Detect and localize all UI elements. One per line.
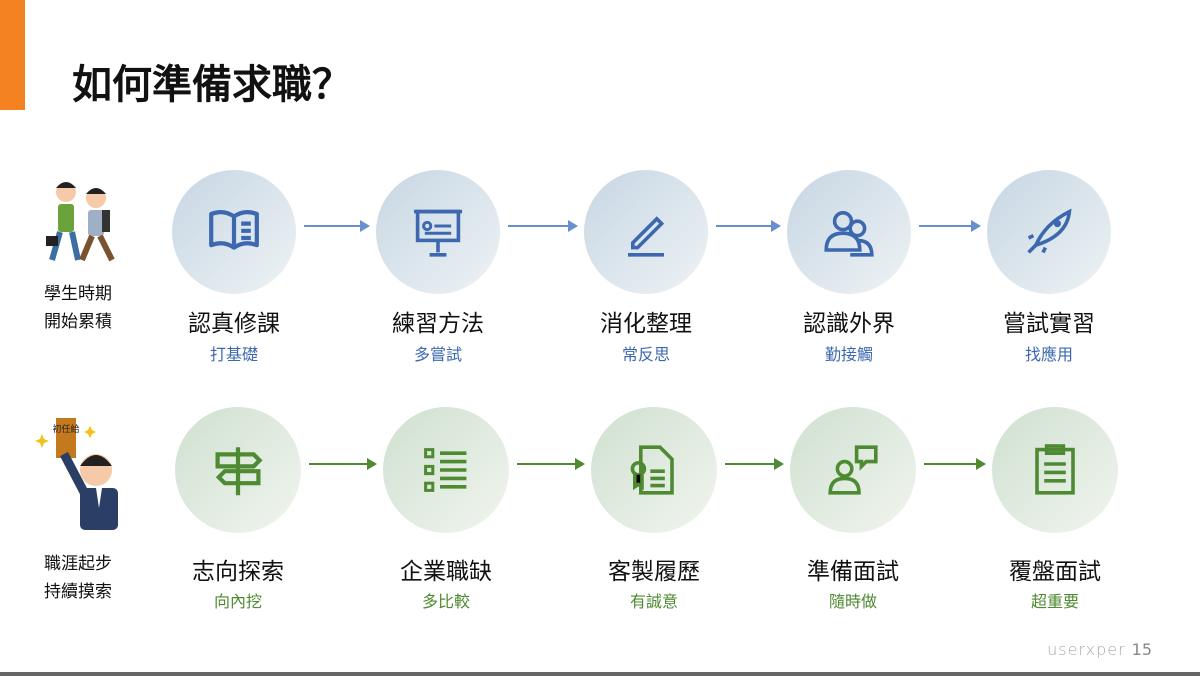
arrow-icon bbox=[304, 220, 370, 232]
footer: userxper 15 bbox=[1047, 640, 1152, 659]
arrow-icon bbox=[517, 458, 585, 470]
step-label: 志向探索 bbox=[192, 559, 284, 585]
step-circle bbox=[376, 170, 500, 294]
step-sublabel: 找應用 bbox=[1024, 345, 1073, 364]
page-title: 如何準備求職？ bbox=[72, 62, 352, 108]
brand-logo: userxper bbox=[1047, 640, 1126, 659]
step-circle bbox=[175, 407, 301, 533]
students-walking-illustration bbox=[46, 182, 115, 262]
step-label: 認識外界 bbox=[803, 311, 895, 337]
certificate-icon bbox=[630, 445, 674, 495]
signpost-icon bbox=[215, 447, 263, 496]
step-label: 嘗試實習 bbox=[1003, 311, 1095, 337]
side-label-line: 學生時期 bbox=[44, 284, 112, 304]
book-icon bbox=[209, 209, 259, 250]
users-icon bbox=[824, 211, 874, 257]
step-label: 企業職缺 bbox=[400, 559, 492, 585]
bottom-rule bbox=[0, 672, 1200, 676]
arrow-icon bbox=[919, 220, 981, 232]
side-label-career: 職涯起步 持續摸索 bbox=[44, 550, 112, 606]
rocket-icon bbox=[1027, 208, 1072, 254]
salary-celebration-illustration: 初任給 bbox=[35, 418, 118, 530]
step-circle bbox=[992, 407, 1118, 533]
pencil-icon bbox=[628, 216, 665, 257]
arrow-icon bbox=[716, 220, 781, 232]
side-label-student: 學生時期 開始累積 bbox=[44, 280, 112, 336]
arrow-icon bbox=[725, 458, 784, 470]
step-sublabel: 有誠意 bbox=[629, 592, 678, 611]
arrow-icon bbox=[508, 220, 578, 232]
step-label: 覆盤面試 bbox=[1009, 559, 1101, 585]
step-sublabel: 常反思 bbox=[621, 345, 670, 364]
step-label: 客製履歷 bbox=[608, 559, 700, 585]
step-label: 練習方法 bbox=[392, 311, 484, 337]
step-sublabel: 隨時做 bbox=[828, 592, 877, 611]
arrow-icon bbox=[309, 458, 377, 470]
interview-icon bbox=[828, 445, 878, 495]
presentation-icon bbox=[414, 209, 462, 257]
step-sublabel: 勤接觸 bbox=[824, 345, 873, 364]
step-circle bbox=[787, 170, 911, 294]
step-circle bbox=[584, 170, 708, 294]
side-label-line: 持續摸索 bbox=[44, 582, 112, 602]
step-sublabel: 超重要 bbox=[1030, 592, 1079, 611]
accent-bar bbox=[0, 0, 25, 110]
step-label: 消化整理 bbox=[600, 311, 692, 337]
step-circle bbox=[790, 407, 916, 533]
step-circle bbox=[172, 170, 296, 294]
step-sublabel: 向內挖 bbox=[213, 592, 262, 611]
step-sublabel: 多嘗試 bbox=[413, 345, 462, 364]
side-label-line: 開始累積 bbox=[44, 312, 112, 332]
side-label-line: 職涯起步 bbox=[44, 554, 112, 574]
step-label: 準備面試 bbox=[807, 559, 899, 585]
step-sublabel: 多比較 bbox=[421, 592, 470, 611]
step-label: 認真修課 bbox=[188, 311, 280, 337]
step-circle bbox=[591, 407, 717, 533]
arrow-icon bbox=[924, 458, 986, 470]
salary-badge-text: 初任給 bbox=[52, 423, 79, 435]
page-number: 15 bbox=[1131, 640, 1152, 659]
step-circle bbox=[987, 170, 1111, 294]
list-icon bbox=[424, 448, 467, 492]
step-circle bbox=[383, 407, 509, 533]
step-sublabel: 打基礎 bbox=[209, 345, 258, 364]
clipboard-icon bbox=[1035, 444, 1075, 495]
